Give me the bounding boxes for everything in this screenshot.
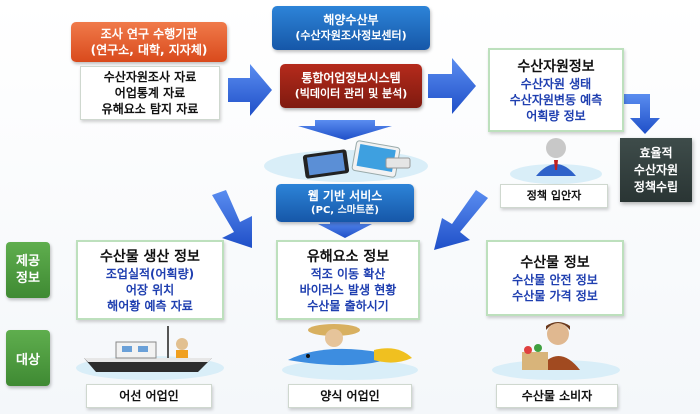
ministry-subtitle: (수산자원조사정보센터) bbox=[295, 29, 407, 42]
arrow-research-to-system bbox=[228, 64, 272, 116]
web-service-title: 웹 기반 서비스 bbox=[307, 188, 383, 203]
research-org-subtitle: (연구소, 대학, 지자체) bbox=[90, 43, 208, 57]
research-data-item: 수산자원조사 자료 bbox=[103, 70, 197, 84]
target-consumer-label: 수산물 소비자 bbox=[521, 389, 593, 403]
production-info-title: 수산물 생산 정보 bbox=[100, 249, 200, 265]
provide-info-label: 제공 정보 bbox=[6, 242, 50, 298]
devices-icon bbox=[264, 140, 428, 182]
target-label: 대상 bbox=[6, 330, 50, 386]
arrow-system-to-devices bbox=[298, 120, 392, 140]
ministry-title: 해양수산부 bbox=[323, 13, 379, 27]
arrow-web-to-hazard bbox=[318, 220, 372, 238]
hazard-info-item: 바이러스 발생 현황 bbox=[299, 283, 397, 297]
ministry-header: 해양수산부 (수산자원조사정보센터) bbox=[272, 6, 430, 50]
arrow-to-seafood bbox=[434, 190, 488, 250]
resource-info-item: 어획량 정보 bbox=[526, 109, 586, 123]
production-info-item: 조업실적(어획량) bbox=[105, 267, 195, 281]
research-data-item: 유해요소 탐지 자료 bbox=[101, 102, 199, 116]
policy-line: 정책수립 bbox=[633, 179, 679, 194]
policy-maker-label: 정책 입안자 bbox=[526, 189, 582, 202]
resource-info-item: 수산자원변동 예측 bbox=[509, 93, 603, 107]
hazard-info-item: 수산물 출하시기 bbox=[307, 299, 389, 313]
production-info-item: 해어황 예측 자료 bbox=[107, 299, 193, 313]
resource-info-title: 수산자원정보 bbox=[517, 59, 595, 75]
web-service-header: 웹 기반 서비스 (PC, 스마트폰) bbox=[276, 184, 414, 222]
seafood-info-box: 수산물 정보 수산물 안전 정보 수산물 가격 정보 bbox=[486, 240, 624, 316]
hazard-info-item: 적조 이동 확산 bbox=[310, 267, 386, 281]
system-title: 통합어업정보시스템 bbox=[301, 71, 401, 85]
hazard-info-box: 유해요소 정보 적조 이동 확산 바이러스 발생 현황 수산물 출하시기 bbox=[276, 240, 420, 320]
seafood-info-item: 수산물 가격 정보 bbox=[512, 289, 598, 303]
arrow-system-to-resource bbox=[428, 58, 476, 114]
target-aqua-label: 양식 어업인 bbox=[320, 389, 380, 403]
policy-line: 효율적 bbox=[639, 145, 673, 160]
seafood-info-item: 수산물 안전 정보 bbox=[512, 273, 598, 287]
target-fishing-label: 어선 어업인 bbox=[119, 389, 179, 403]
production-info-box: 수산물 생산 정보 조업실적(어획량) 어장 위치 해어황 예측 자료 bbox=[76, 240, 224, 320]
policy-maker-label-box: 정책 입안자 bbox=[500, 184, 608, 208]
policy-maker-icon bbox=[510, 138, 602, 184]
target-label-text: 대상 bbox=[16, 352, 40, 368]
resource-info-item: 수산자원 생태 bbox=[520, 77, 592, 91]
target-fishing-box: 어선 어업인 bbox=[86, 384, 212, 408]
production-info-item: 어장 위치 bbox=[125, 283, 175, 297]
system-subtitle: (빅데이터 관리 및 분석) bbox=[294, 87, 408, 100]
fishing-boat-icon bbox=[76, 326, 224, 380]
consumer-icon bbox=[492, 322, 620, 380]
fish-farmer-icon bbox=[282, 324, 418, 380]
arrow-to-production bbox=[212, 190, 252, 248]
target-consumer-box: 수산물 소비자 bbox=[496, 384, 618, 408]
web-service-subtitle: (PC, 스마트폰) bbox=[311, 204, 379, 216]
arrow-resource-to-policy bbox=[612, 94, 660, 134]
policy-line: 수산자원 bbox=[633, 162, 679, 177]
research-org-title: 조사 연구 수행기관 bbox=[100, 27, 198, 41]
resource-info-box: 수산자원정보 수산자원 생태 수산자원변동 예측 어획량 정보 bbox=[488, 48, 624, 132]
research-data-box: 수산자원조사 자료 어업통계 자료 유해요소 탐지 자료 bbox=[80, 66, 220, 120]
policy-box: 효율적 수산자원 정책수립 bbox=[620, 138, 692, 202]
system-box: 통합어업정보시스템 (빅데이터 관리 및 분석) bbox=[280, 64, 422, 108]
research-data-item: 어업통계 자료 bbox=[114, 86, 186, 100]
target-aqua-box: 양식 어업인 bbox=[288, 384, 412, 408]
research-org-header: 조사 연구 수행기관 (연구소, 대학, 지자체) bbox=[71, 22, 227, 62]
seafood-info-title: 수산물 정보 bbox=[520, 255, 590, 271]
hazard-info-title: 유해요소 정보 bbox=[306, 249, 390, 265]
